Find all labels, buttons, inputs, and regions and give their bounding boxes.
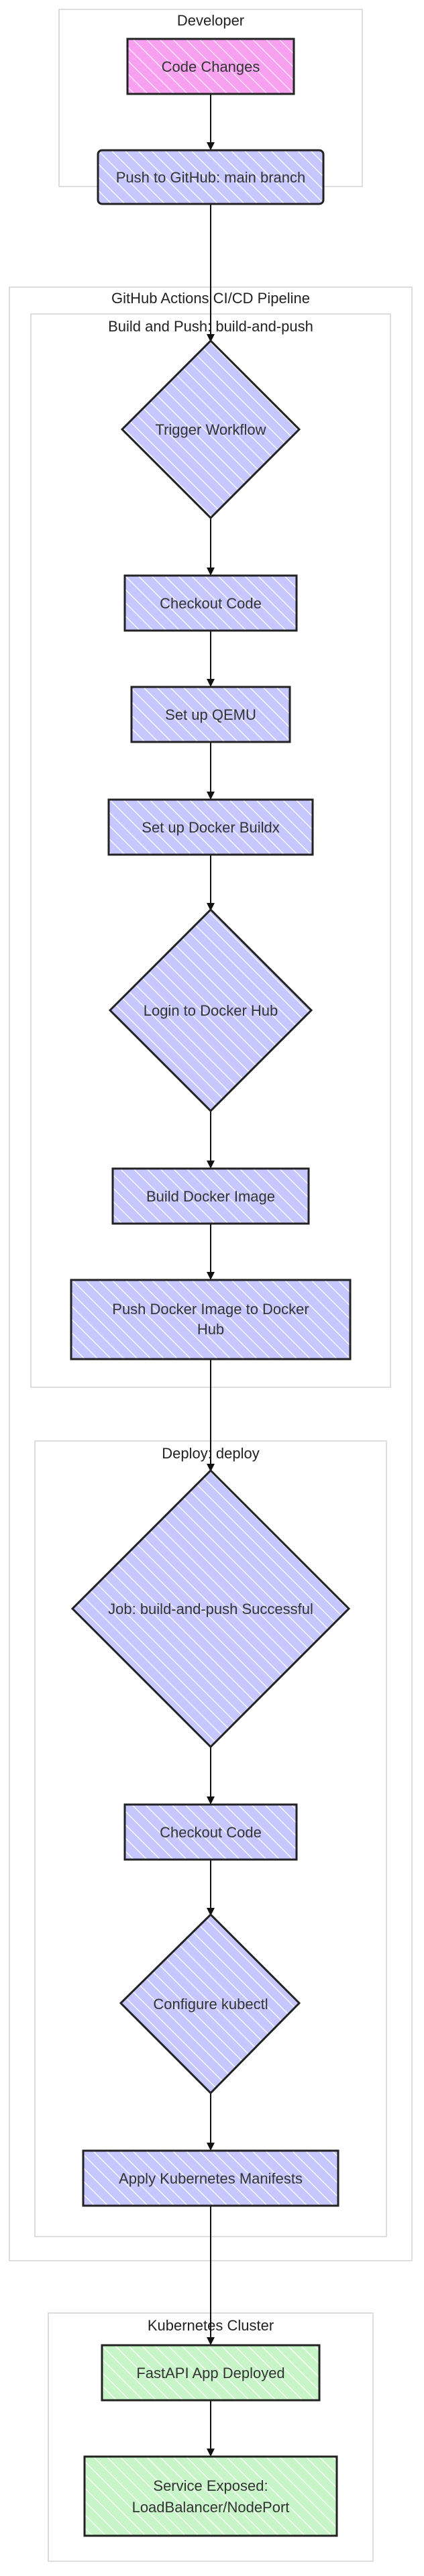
node-service-exposed-label-line-2: LoadBalancer/NodePort [132, 2499, 290, 2516]
node-code-changes-shape [126, 38, 295, 95]
node-push-github-label: Push to GitHub: main branch [116, 169, 305, 186]
node-login-docker-hub-label: Login to Docker Hub [144, 1002, 278, 1019]
node-trigger-workflow: Trigger Workflow [120, 339, 301, 520]
node-trigger-workflow-shape [120, 339, 301, 520]
node-checkout-code-1-label: Checkout Code [160, 595, 262, 612]
node-checkout-code-1-shape [123, 574, 298, 632]
node-apply-manifests: Apply Kubernetes Manifests [82, 2149, 339, 2207]
node-trigger-workflow-label: Trigger Workflow [155, 421, 266, 438]
node-checkout-code-2-label: Checkout Code [160, 1824, 262, 1841]
node-checkout-code-2: Checkout Code [123, 1803, 298, 1861]
node-setup-qemu-label: Set up QEMU [165, 706, 256, 723]
node-setup-buildx-shape [107, 798, 314, 856]
node-setup-qemu: Set up QEMU [130, 686, 291, 743]
node-job-success-label: Job: build-and-push Successful [108, 1601, 313, 1617]
node-push-github-shape [97, 149, 325, 205]
group-developer-label: Developer [177, 12, 244, 29]
node-checkout-code-1: Checkout Code [123, 574, 298, 632]
node-checkout-code-2-shape [123, 1803, 298, 1861]
node-apply-manifests-shape [82, 2149, 339, 2207]
node-login-docker-hub: Login to Docker Hub [108, 908, 313, 1113]
node-setup-buildx-label: Set up Docker Buildx [142, 819, 279, 836]
node-build-image-shape [111, 1167, 310, 1225]
node-push-image-label-line-1: Push Docker Image to Docker [112, 1301, 309, 1318]
node-fastapi-deployed-shape [101, 2344, 321, 2402]
node-push-image-shape [70, 1279, 352, 1360]
node-configure-kubectl: Configure kubectl [119, 1913, 301, 2095]
node-code-changes: Code Changes [126, 38, 295, 95]
node-login-docker-hub-shape [108, 908, 313, 1113]
node-push-image-label-line-2: Hub [197, 1321, 224, 1338]
node-configure-kubectl-shape [119, 1913, 301, 2095]
node-build-image-label: Build Docker Image [146, 1188, 275, 1205]
node-job-success: Job: build-and-push Successful [70, 1468, 351, 1749]
node-setup-buildx: Set up Docker Buildx [107, 798, 314, 856]
node-build-image: Build Docker Image [111, 1167, 310, 1225]
node-service-exposed-shape [83, 2455, 338, 2537]
node-code-changes-label: Code Changes [162, 58, 260, 75]
node-fastapi-deployed-label: FastAPI App Deployed [136, 2365, 284, 2381]
node-job-success-shape [70, 1468, 351, 1749]
node-push-github: Push to GitHub: main branch [97, 149, 325, 205]
node-configure-kubectl-label: Configure kubectl [153, 1996, 268, 2012]
node-fastapi-deployed: FastAPI App Deployed [101, 2344, 321, 2402]
node-service-exposed: Service Exposed: LoadBalancer/NodePort [83, 2455, 338, 2537]
node-apply-manifests-label: Apply Kubernetes Manifests [119, 2170, 303, 2187]
node-push-image: Push Docker Image to Docker Hub [70, 1279, 352, 1360]
node-setup-qemu-shape [130, 686, 291, 743]
node-service-exposed-label-line-1: Service Exposed: [153, 2477, 268, 2494]
